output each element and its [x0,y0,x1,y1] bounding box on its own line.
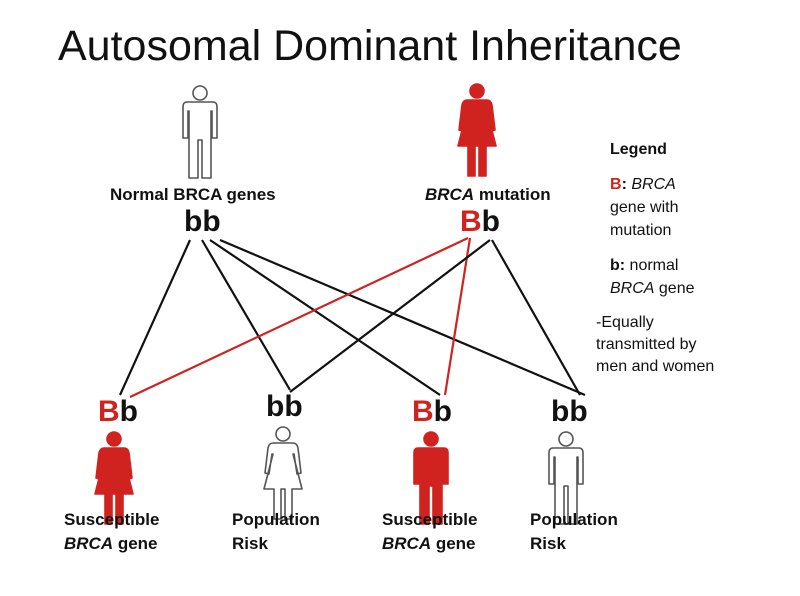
label-line2: Risk [530,532,618,556]
gene-name: BRCA [382,534,432,553]
label-line1: Population [530,510,618,529]
gene-name: BRCA [631,176,676,193]
person-body [457,99,497,177]
legend-line: gene [654,280,695,297]
allele-mutant: B [98,395,120,428]
label-rest: Risk [232,534,268,553]
inheritance-line [491,239,581,396]
allele: b [184,205,203,238]
child-3-label: Susceptible BRCA gene [382,508,477,556]
inheritance-line [219,238,586,397]
parent-mutation-genotype: Bb [460,205,500,239]
child-1-genotype: Bb [98,395,138,429]
allele: b [481,205,500,238]
legend-line: gene with [610,199,679,216]
male-person-icon [548,431,584,525]
allele: b [266,390,285,423]
child-4-genotype: bb [551,395,588,429]
parent-mutation-label: BRCA mutation [425,185,551,205]
person-head [106,431,122,447]
person-body [413,447,449,525]
allele-mutant: B [460,205,482,238]
female-person-icon [263,426,303,520]
male-person-icon [182,85,218,179]
label-line1: Population [232,510,320,529]
person-body [263,442,303,520]
legend-line: -Equally [596,314,654,331]
parent-normal-genotype: bb [184,205,221,239]
legend-line: men and women [596,358,715,375]
male-person-icon [413,431,449,525]
allele: b [119,395,138,428]
parent-normal-label: Normal BRCA genes [110,185,276,204]
legend-note: -Equally transmitted by men and women [596,312,714,378]
label-rest: gene [113,534,158,553]
gene-name: BRCA [425,185,475,204]
legend: Legend B: BRCA gene with mutation b: nor… [596,138,714,378]
allele: b [551,395,570,428]
legend-line: mutation [610,222,672,239]
allele: b [284,390,303,423]
label-line1: Susceptible [382,510,478,529]
label-rest: gene [431,534,476,553]
legend-line: normal [625,257,679,274]
inheritance-line [443,237,472,396]
female-person-icon [457,83,497,177]
inheritance-line [118,239,192,396]
person-body [94,447,134,525]
legend-key: B [610,176,622,193]
person-head [558,431,574,447]
person-body [182,101,218,179]
legend-line: transmitted by [596,336,697,353]
gene-name: BRCA [64,534,114,553]
allele: b [569,395,588,428]
label-line1: Susceptible [64,510,160,529]
person-head [469,83,485,99]
inheritance-line [201,239,291,391]
legend-item-normal: b: normal BRCA gene [610,254,714,300]
child-1-label: Susceptible BRCA gene [64,508,159,556]
label-rest: mutation [474,185,551,204]
label-line2: BRCA gene [64,532,159,556]
person-head [192,85,208,101]
label-rest: Risk [530,534,566,553]
allele: b [433,395,452,428]
inheritance-line [129,237,469,398]
child-4-label: Population Risk [530,508,618,556]
person-body [548,447,584,525]
legend-sep: : [621,176,632,193]
label-line2: Risk [232,532,320,556]
legend-key: b: [610,257,626,274]
child-3-genotype: Bb [412,395,452,429]
person-head [423,431,439,447]
gene-name: BRCA [610,280,655,297]
label-line2: BRCA gene [382,532,477,556]
person-head [275,426,291,442]
inheritance-line [209,239,441,396]
legend-heading: Legend [610,141,667,158]
inheritance-line [289,239,491,393]
child-2-label: Population Risk [232,508,320,556]
diagram-title: Autosomal Dominant Inheritance [58,22,682,70]
allele: b [202,205,221,238]
allele-mutant: B [412,395,434,428]
child-2-genotype: bb [266,390,303,424]
female-person-icon [94,431,134,525]
legend-item-mutant: B: BRCA gene with mutation [610,173,714,242]
